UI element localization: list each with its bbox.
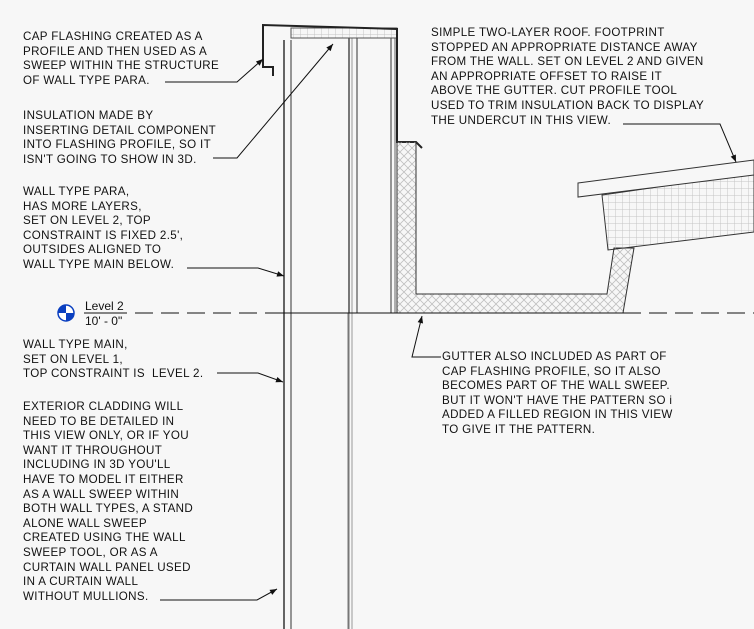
note-line: SWEEP WITHIN THE STRUCTURE [23,59,220,73]
note-line: THE UNDERCUT IN THIS VIEW. [431,113,612,127]
leader-cladding [160,588,278,601]
note-line: HAVE TO MODEL IT EITHER [23,472,184,486]
note-line: ALONE WALL SWEEP [23,516,147,530]
leader-gutter [411,315,441,358]
note-line: IN A CURTAIN WALL [23,575,139,589]
note-line: OUTSIDES ALIGNED TO [23,243,162,257]
note-line: CURTAIN WALL PANEL USED [23,560,191,574]
level-head-icon[interactable] [57,304,75,322]
leader-insulation [213,43,334,159]
note-line: TO GIVE IT THE PATTERN. [442,422,596,436]
note-line: WANT IT THROUGHOUT [23,443,163,457]
note-line: HAS MORE LAYERS, [23,199,142,213]
note-line: INTO FLASHING PROFILE, SO IT [23,138,212,152]
level-name[interactable]: Level 2 [85,299,124,313]
note-line: PROFILE AND THEN USED AS A [23,44,208,58]
note-line: SET ON LEVEL 2, TOP [23,214,152,228]
note-line: CONSTRAINT IS FIXED 2.5', [23,228,184,242]
note-line: AS A WALL SWEEP WITHIN [23,487,180,501]
note-line: SIMPLE TWO-LAYER ROOF. FOOTPRINT [431,26,665,39]
leader-cap-flashing [165,58,264,83]
leader-roof [623,123,737,163]
note-line: TOP CONSTRAINT IS LEVEL 2. [23,367,204,381]
gutter-filled-region [396,141,635,314]
note-line: CAP FLASHING CREATED AS A [23,30,203,43]
note-wall-main: WALL TYPE MAIN,SET ON LEVEL 1,TOP CONSTR… [23,338,203,382]
note-wall-para: WALL TYPE PARA,HAS MORE LAYERS,SET ON LE… [23,185,183,273]
note-line: BUT IT WON'T HAVE THE PATTERN SO i [442,393,673,407]
note-line: USED TO TRIM INSULATION BACK TO DISPLAY [431,98,705,112]
note-line: NEED TO BE DETAILED IN [23,414,175,428]
note-line: WALL TYPE MAIN BELOW. [23,257,175,271]
note-line: GUTTER ALSO INCLUDED AS PART OF [442,350,667,363]
level-elevation[interactable]: 10' - 0" [85,314,123,328]
note-line: FROM THE WALL. SET ON LEVEL 2 AND GIVEN [431,55,704,69]
note-line: THIS VIEW ONLY, OR IF YOU [23,429,189,443]
note-line: WALL TYPE PARA, [23,185,130,198]
note-line: CAP FLASHING PROFILE, SO IT ALSO [442,364,661,378]
roof-deck [577,159,754,198]
note-line: INCLUDING IN 3D YOU'LL [23,458,171,472]
note-line: ABOVE THE GUTTER. CUT PROFILE TOOL [431,84,678,98]
note-line: CREATED USING THE WALL [23,531,186,545]
wall-type-para [348,38,396,313]
note-line: AN APPROPRIATE OFFSET TO RAISE IT [431,69,663,83]
note-line: WITHOUT MULLIONS. [23,589,149,603]
note-line: INSULATION MADE BY [23,109,154,122]
note-line: SWEEP TOOL, OR AS A [23,545,158,559]
note-line: STOPPED AN APPROPRIATE DISTANCE AWAY [431,40,698,54]
note-line: ADDED A FILLED REGION IN THIS VIEW [442,408,673,422]
cap-flashing [262,23,423,149]
note-line: EXTERIOR CLADDING WILL [23,400,184,413]
note-line: SET ON LEVEL 1, [23,352,123,366]
note-line: WALL TYPE MAIN, [23,338,128,351]
leaders [160,43,737,601]
note-line: OF WALL TYPE PARA. [23,73,150,87]
wall-type-main [283,40,353,629]
leader-wall-para [187,267,285,277]
note-line: BECOMES PART OF THE WALL SWEEP. [442,379,670,393]
leader-wall-main [217,372,284,383]
note-line: BOTH WALL TYPES, A STAND [23,502,194,516]
note-line: INSERTING DETAIL COMPONENT [23,123,217,137]
note-line: ISN'T GOING TO SHOW IN 3D. [23,152,197,166]
